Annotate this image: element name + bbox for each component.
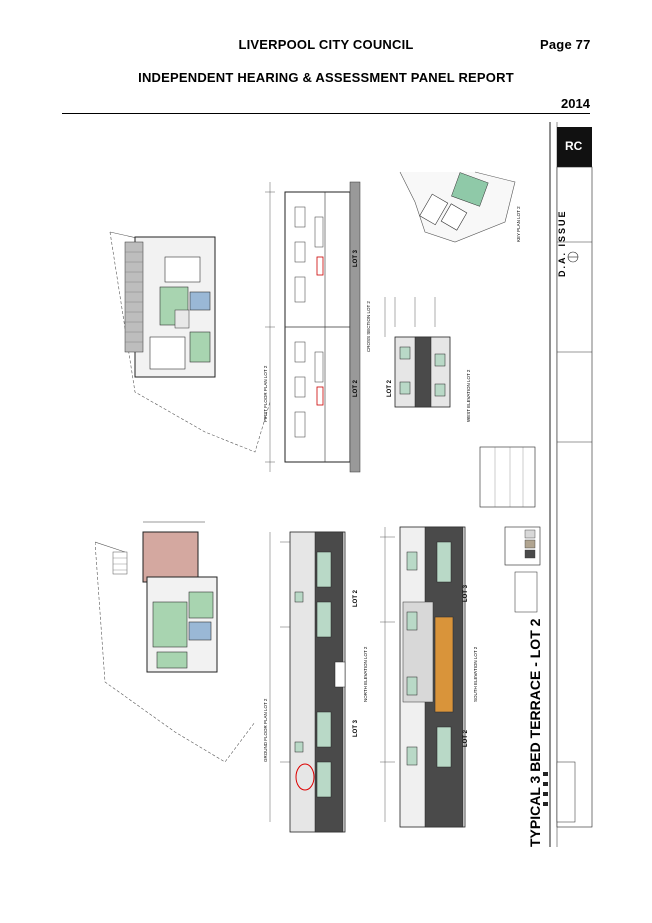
report-year: 2014 xyxy=(561,96,590,111)
title-block: RC D.A. ISSUE xyxy=(543,122,593,847)
first-floor-plan: FIRST FLOOR PLAN LOT 2 xyxy=(109,231,271,453)
finishes-legend xyxy=(479,446,541,613)
sheet-title: TYPICAL 3 BED TERRACE - LOT 2 xyxy=(527,618,543,847)
west-elevation: LOT 2 WEST ELEVATION LOT 2 xyxy=(384,297,471,422)
south-lot3-label: LOT 3 xyxy=(463,584,469,602)
da-issue-stamp: D.A. ISSUE xyxy=(557,209,567,277)
ground-floor-title: GROUND FLOOR PLAN LOT 2 xyxy=(263,698,268,762)
north-elevation: LOT 2 LOT 3 NORTH ELEVATION LOT 2 xyxy=(269,531,368,833)
ground-floor-plan: GROUND FLOOR PLAN LOT 2 xyxy=(95,521,268,763)
north-lot2-label: LOT 2 xyxy=(353,589,359,607)
south-lot2-label: LOT 2 xyxy=(463,729,469,747)
council-name: LIVERPOOL CITY COUNCIL xyxy=(238,37,414,52)
header-rule xyxy=(62,113,590,114)
page-number: Page 77 xyxy=(540,37,591,52)
first-floor-title: FIRST FLOOR PLAN LOT 2 xyxy=(263,365,268,422)
company-logo-mark: RC xyxy=(565,139,583,153)
key-plan-title: KEY PLAN LOT 2 xyxy=(516,206,521,242)
architectural-drawing-sheet: FIRST FLOOR PLAN LOT 2 GROUND FLOOR PLAN… xyxy=(95,122,605,852)
north-elevation-title: NORTH ELEVATION LOT 2 xyxy=(363,646,368,702)
key-plan: KEY PLAN LOT 2 xyxy=(399,171,521,243)
west-elevation-title: WEST ELEVATION LOT 2 xyxy=(466,369,471,422)
report-title: INDEPENDENT HEARING & ASSESSMENT PANEL R… xyxy=(138,70,514,85)
cross-section: LOT 3 LOT 2 CROSS SECTION LOT 2 xyxy=(265,181,371,473)
west-lot2-label: LOT 2 xyxy=(387,379,393,397)
south-elevation: LOT 3 LOT 2 SOUTH ELEVATION LOT 2 xyxy=(380,526,478,828)
section-lot2-label: LOT 2 xyxy=(353,379,359,397)
south-elevation-title: SOUTH ELEVATION LOT 2 xyxy=(473,646,478,702)
section-lot3-label: LOT 3 xyxy=(353,249,359,267)
cross-section-title: CROSS SECTION LOT 2 xyxy=(366,301,371,352)
north-lot3-label: LOT 3 xyxy=(353,719,359,737)
